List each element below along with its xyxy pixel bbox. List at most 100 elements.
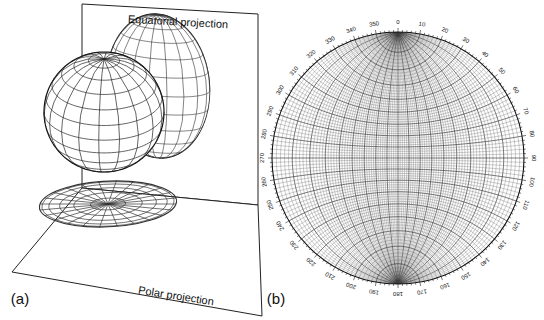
degree-tick bbox=[333, 45, 335, 48]
degree-tick bbox=[497, 79, 499, 80]
degree-tick bbox=[523, 175, 525, 176]
degree-tick bbox=[500, 232, 502, 233]
degree-tick bbox=[486, 66, 487, 67]
degree-label: 250 bbox=[266, 199, 275, 210]
degree-tick bbox=[309, 249, 310, 250]
primitive-circle bbox=[272, 32, 524, 284]
degree-tick bbox=[419, 282, 421, 286]
degree-label: 270 bbox=[259, 153, 265, 163]
degree-tick bbox=[441, 36, 442, 40]
degree-tick bbox=[516, 201, 520, 202]
degree-tick bbox=[523, 140, 525, 141]
small-circle bbox=[272, 154, 524, 156]
polar-circle bbox=[34, 182, 182, 227]
degree-tick bbox=[268, 158, 272, 159]
degree-tick bbox=[362, 279, 364, 281]
degree-tick bbox=[465, 265, 466, 267]
net-ground bbox=[272, 32, 524, 284]
degree-tick bbox=[436, 36, 438, 38]
degree-tick bbox=[428, 280, 429, 282]
degree-tick bbox=[468, 52, 469, 54]
small-circle bbox=[351, 41, 445, 73]
degree-tick bbox=[519, 192, 521, 194]
degree-tick bbox=[330, 49, 331, 51]
stereonet bbox=[268, 28, 528, 288]
degree-tick bbox=[274, 127, 276, 128]
small-circle bbox=[389, 32, 407, 40]
degree-label: 30 bbox=[462, 36, 471, 45]
degree-tick bbox=[276, 196, 278, 198]
polar-ray bbox=[102, 204, 156, 220]
net-grid bbox=[272, 32, 524, 284]
small-circle bbox=[273, 145, 524, 152]
small-circle bbox=[372, 35, 424, 56]
small-circle bbox=[272, 158, 524, 159]
degree-tick bbox=[281, 209, 283, 211]
small-circle bbox=[328, 225, 469, 262]
degree-tick bbox=[303, 242, 304, 243]
degree-tick bbox=[330, 265, 331, 267]
degree-tick bbox=[276, 201, 280, 202]
small-circle bbox=[317, 217, 479, 255]
degree-label: 180 bbox=[393, 291, 403, 297]
degree-tick bbox=[520, 188, 522, 189]
degree-tick bbox=[350, 275, 352, 277]
degree-tick bbox=[337, 269, 339, 271]
plane-label: Equatorial projection bbox=[128, 14, 229, 31]
degree-tick bbox=[511, 101, 513, 103]
small-circle bbox=[351, 243, 445, 275]
small-circle bbox=[394, 280, 403, 284]
small-circle bbox=[389, 275, 407, 283]
degree-tick bbox=[270, 153, 272, 154]
degree-tick bbox=[502, 228, 504, 229]
degree-tick bbox=[273, 184, 275, 185]
degree-tick bbox=[502, 86, 504, 87]
degree-tick bbox=[432, 35, 434, 37]
degree-label: 330 bbox=[324, 35, 336, 45]
degree-label: 70 bbox=[522, 107, 530, 115]
small-circle bbox=[304, 74, 491, 110]
degree-tick bbox=[518, 118, 520, 120]
degree-tick bbox=[358, 278, 360, 280]
degree-label: 160 bbox=[439, 281, 450, 290]
degree-tick bbox=[406, 284, 407, 286]
small-circle bbox=[331, 228, 465, 265]
degree-label: 190 bbox=[369, 288, 380, 296]
degree-tick bbox=[505, 225, 507, 226]
degree-label: 0 bbox=[396, 19, 399, 25]
degree-label: 140 bbox=[480, 257, 492, 268]
projection-panel bbox=[12, 4, 262, 316]
degree-tick bbox=[515, 205, 517, 207]
degree-tick bbox=[476, 257, 477, 259]
degree-tick bbox=[354, 276, 355, 280]
degree-tick bbox=[518, 196, 520, 198]
panel-letter: (a) bbox=[11, 291, 29, 306]
small-circle bbox=[339, 234, 457, 270]
polar-ray bbox=[108, 204, 176, 205]
degree-tick bbox=[319, 257, 320, 259]
degree-tick bbox=[371, 33, 372, 35]
degree-tick bbox=[375, 282, 377, 286]
degree-tick bbox=[516, 114, 520, 115]
degree-tick bbox=[298, 74, 301, 77]
small-circle bbox=[285, 103, 511, 129]
small-circle bbox=[317, 61, 479, 99]
small-circle bbox=[273, 165, 524, 172]
degree-tick bbox=[380, 31, 381, 33]
degree-tick bbox=[449, 273, 451, 275]
degree-tick bbox=[275, 192, 277, 194]
degree-tick bbox=[389, 284, 390, 286]
small-circle bbox=[359, 250, 437, 278]
degree-tick bbox=[522, 135, 526, 137]
degree-label: 60 bbox=[511, 86, 520, 95]
degree-tick bbox=[445, 275, 447, 277]
degree-tick bbox=[289, 90, 291, 91]
degree-tick bbox=[371, 281, 372, 283]
degree-label: 350 bbox=[369, 20, 380, 28]
degree-label: 50 bbox=[498, 66, 507, 75]
degree-label: 240 bbox=[275, 220, 285, 232]
degree-tick bbox=[297, 236, 299, 237]
degree-tick bbox=[323, 54, 324, 56]
